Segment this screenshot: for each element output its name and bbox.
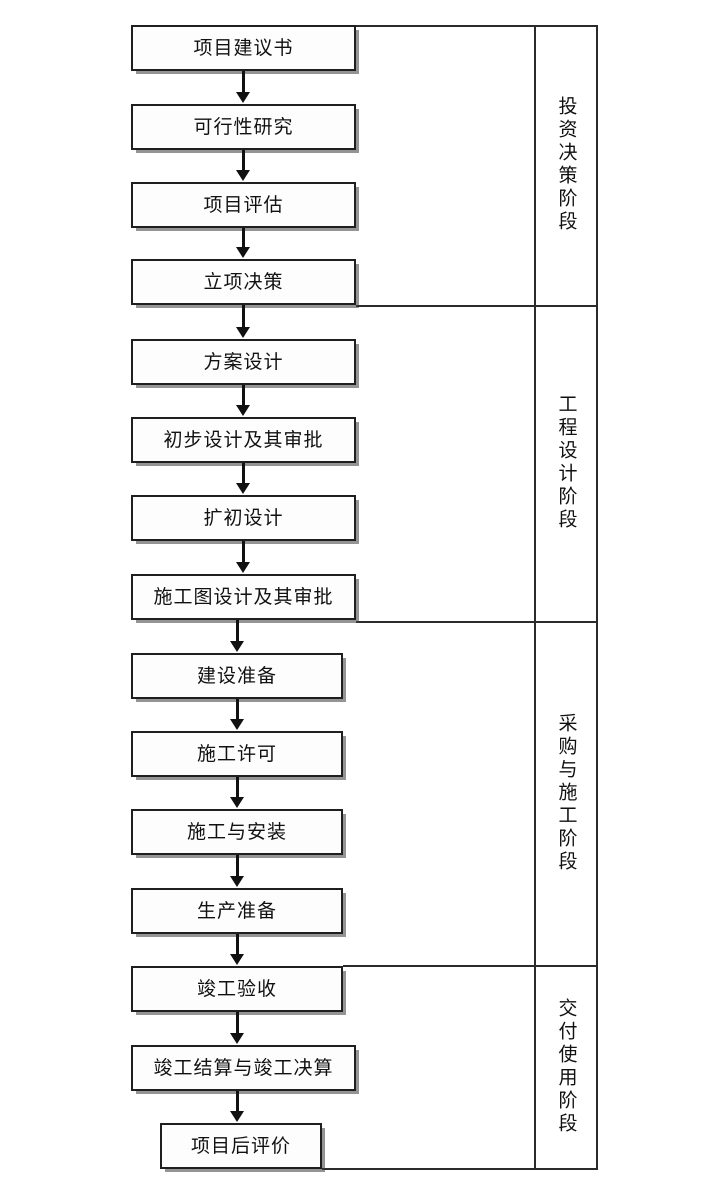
flow-arrowhead-icon — [230, 954, 244, 965]
flow-arrowhead-icon — [236, 92, 250, 103]
frame-right-rule — [596, 25, 598, 1170]
flow-arrowhead-icon — [230, 876, 244, 887]
stage-cell-engineering-design: 工程设计阶段 — [536, 305, 596, 621]
flow-connector — [242, 71, 245, 93]
process-node-label: 项目评估 — [203, 193, 284, 216]
flow-arrowhead-icon — [230, 1111, 244, 1122]
process-node-label: 施工图设计及其审批 — [153, 585, 334, 608]
stage-label: 采购与施工阶段 — [555, 712, 578, 874]
stage-cell-investment-decision: 投资决策阶段 — [536, 25, 596, 305]
flow-connector — [242, 228, 245, 248]
stage-label: 交付使用阶段 — [555, 997, 578, 1136]
stage-label: 投资决策阶段 — [555, 96, 578, 234]
process-node[interactable]: 生产准备 — [131, 888, 343, 934]
stage-divider-1 — [356, 305, 598, 307]
flow-arrowhead-icon — [230, 641, 244, 652]
flow-connector — [236, 620, 239, 642]
process-node-label: 可行性研究 — [193, 115, 294, 138]
process-node-label: 竣工验收 — [196, 977, 277, 1000]
flow-arrowhead-icon — [230, 1033, 244, 1044]
process-node[interactable]: 方案设计 — [131, 339, 356, 385]
process-node[interactable]: 建设准备 — [131, 653, 343, 699]
process-node[interactable]: 扩初设计 — [131, 495, 356, 541]
process-node-label: 施工与安装 — [186, 820, 287, 843]
process-node[interactable]: 施工图设计及其审批 — [131, 574, 356, 620]
process-node-label: 立项决策 — [203, 270, 284, 293]
frame-top-rule — [356, 25, 598, 27]
process-node[interactable]: 项目建议书 — [131, 25, 356, 71]
flow-arrowhead-icon — [236, 483, 250, 494]
flow-connector — [236, 777, 239, 798]
process-node-label: 项目建议书 — [193, 36, 294, 59]
flow-connector — [242, 385, 245, 406]
flow-connector — [236, 1012, 239, 1034]
flow-arrowhead-icon — [236, 247, 250, 258]
process-node-label: 初步设计及其审批 — [163, 428, 324, 451]
flow-connector — [242, 150, 245, 171]
process-node-label: 方案设计 — [203, 350, 284, 373]
frame-bottom-rule — [322, 1168, 598, 1170]
process-node-label: 施工许可 — [196, 742, 277, 765]
stage-label: 工程设计阶段 — [555, 394, 578, 532]
process-node[interactable]: 施工与安装 — [131, 809, 343, 855]
flow-connector — [242, 305, 245, 328]
flow-connector — [242, 541, 245, 563]
stage-divider-3 — [343, 965, 598, 967]
stage-column-divider — [534, 25, 536, 1170]
process-node[interactable]: 项目评估 — [131, 182, 356, 228]
flow-connector — [236, 934, 239, 955]
process-node-label: 竣工结算与竣工决算 — [153, 1056, 334, 1079]
stage-cell-procurement-construction: 采购与施工阶段 — [536, 621, 596, 965]
stage-cell-delivery-use: 交付使用阶段 — [536, 965, 596, 1168]
process-node[interactable]: 竣工验收 — [131, 966, 343, 1012]
flow-arrowhead-icon — [236, 562, 250, 573]
process-node-label: 扩初设计 — [203, 506, 284, 529]
flow-connector — [242, 463, 245, 484]
process-node[interactable]: 可行性研究 — [131, 104, 356, 150]
flow-connector — [236, 699, 239, 720]
process-node[interactable]: 立项决策 — [131, 259, 356, 305]
flow-arrowhead-icon — [230, 797, 244, 808]
flow-connector — [236, 855, 239, 877]
process-node[interactable]: 初步设计及其审批 — [131, 417, 356, 463]
process-node[interactable]: 项目后评价 — [160, 1123, 322, 1169]
process-node[interactable]: 施工许可 — [131, 731, 343, 777]
process-node[interactable]: 竣工结算与竣工决算 — [131, 1045, 356, 1091]
flow-arrowhead-icon — [236, 170, 250, 181]
process-node-label: 生产准备 — [196, 899, 277, 922]
process-node-label: 项目后评价 — [190, 1134, 291, 1157]
stage-divider-2 — [356, 621, 598, 623]
flow-arrowhead-icon — [236, 327, 250, 338]
flow-arrowhead-icon — [230, 719, 244, 730]
flow-connector — [236, 1091, 239, 1112]
process-node-label: 建设准备 — [196, 664, 277, 687]
flow-arrowhead-icon — [236, 405, 250, 416]
